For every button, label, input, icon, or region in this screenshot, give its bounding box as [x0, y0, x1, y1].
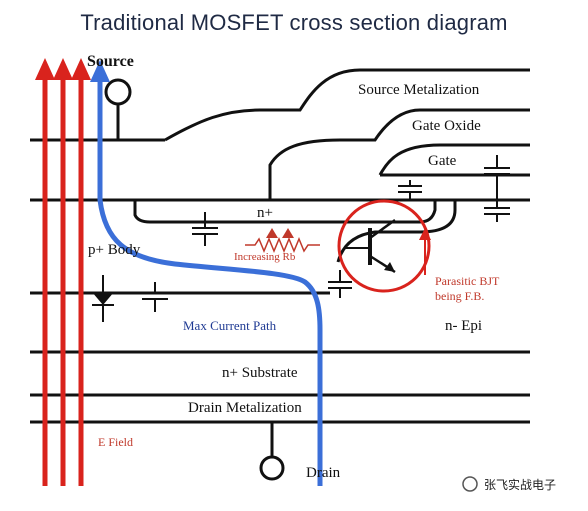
watermark-text: 张飞实战电子: [484, 477, 556, 492]
watermark: 张飞实战电子: [462, 476, 556, 492]
source-terminal: [104, 78, 132, 140]
wechat-icon: [462, 476, 478, 492]
current-path-arrow: [90, 60, 323, 486]
n-plus-region: [133, 200, 437, 224]
resistor-rb-icon: [245, 237, 320, 253]
n-substrate-label: n+ Substrate: [222, 365, 298, 381]
gate-label: Gate: [428, 153, 457, 169]
p-body-label: p+ Body: [88, 242, 141, 258]
source-metalization-label: Source Metalization: [358, 82, 480, 98]
drain-terminal: [259, 422, 285, 481]
max-current-path-label: Max Current Path: [183, 318, 277, 333]
e-field-arrows: [35, 58, 91, 486]
rb-arrows: [266, 228, 294, 238]
parasitic-bjt-label-1: Parasitic BJT: [435, 274, 500, 288]
parasitic-bjt-icon: [337, 199, 431, 293]
source-label: Source: [87, 53, 134, 70]
body-diode-icon: [92, 275, 114, 322]
parasitic-bjt-label-2: being F.B.: [435, 289, 484, 303]
n-plus-label: n+: [257, 205, 273, 221]
drain-metalization-label: Drain Metalization: [188, 400, 302, 416]
capacitor-symbols: [142, 155, 510, 312]
increasing-rb-label: Increasing Rb: [234, 251, 296, 263]
diagram-title: Traditional MOSFET cross section diagram: [80, 10, 508, 35]
gate-oxide-label: Gate Oxide: [412, 118, 481, 134]
n-epi-label: n- Epi: [445, 318, 482, 334]
drain-label: Drain: [306, 465, 341, 481]
e-field-label: E Field: [98, 435, 133, 449]
